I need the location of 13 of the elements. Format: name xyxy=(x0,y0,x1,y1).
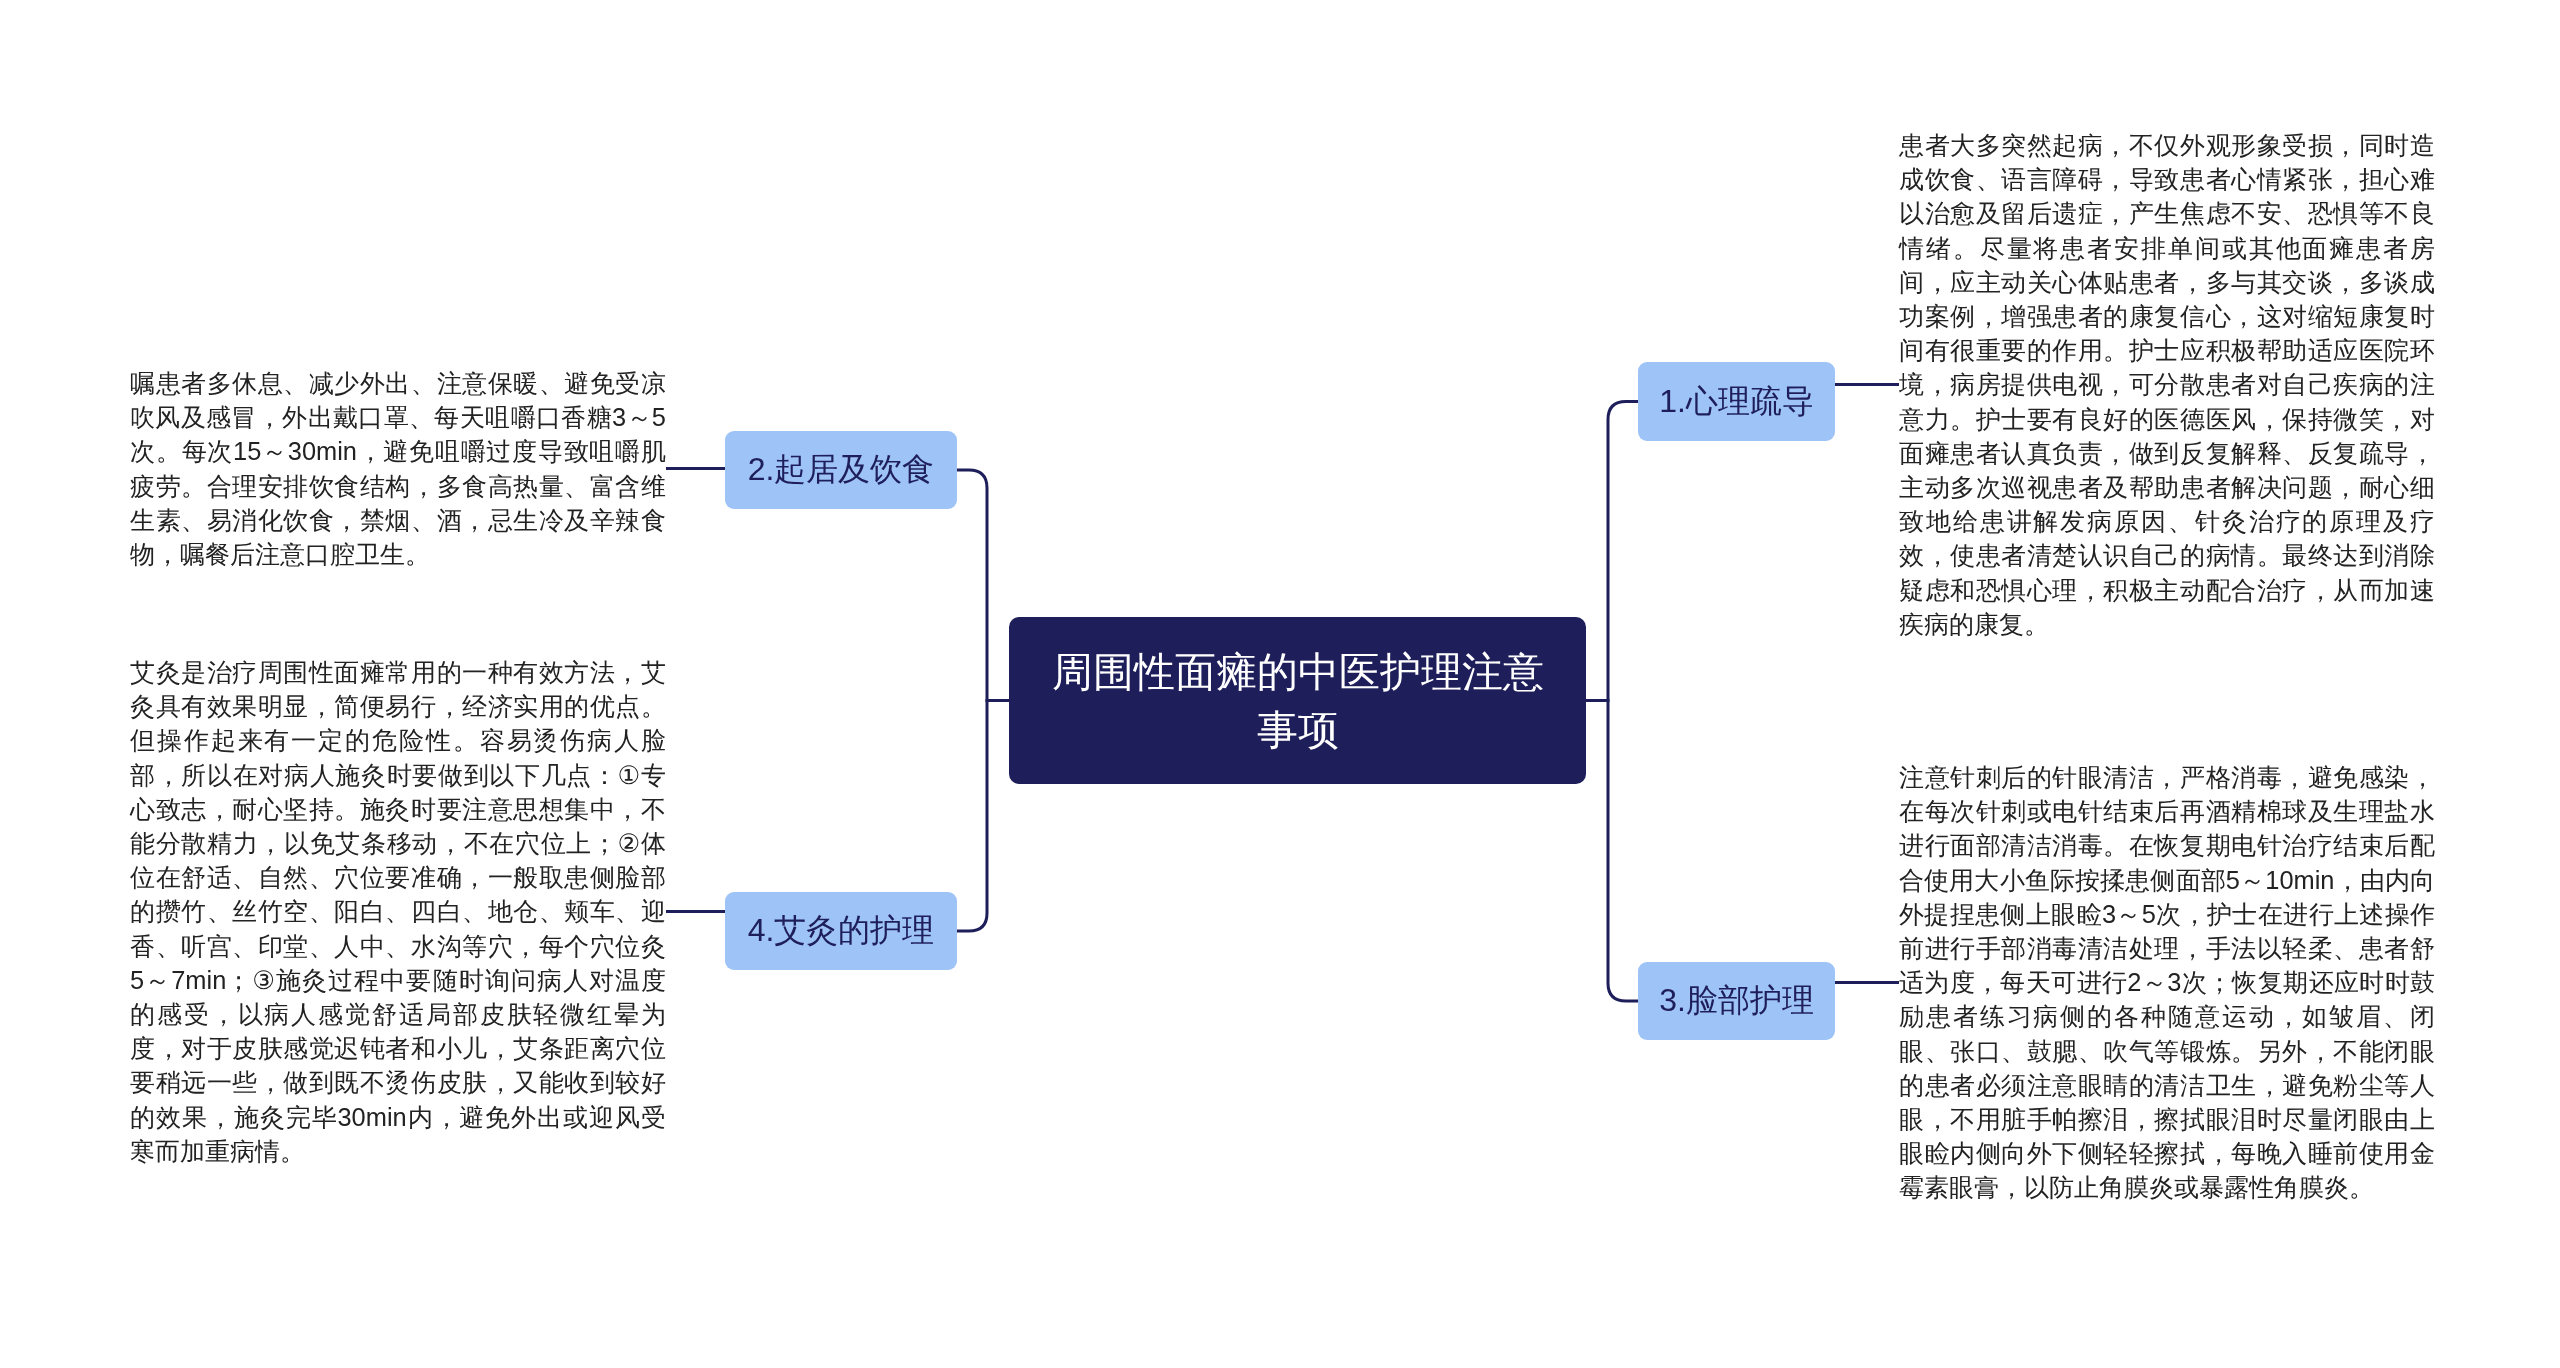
note-text: 嘱患者多休息、减少外出、注意保暖、避免受凉吹风及感冒，外出戴口罩、每天咀嚼口香糖3～5次。每次15～30min，避免咀嚼过度导致咀嚼肌疲劳。合理安排饮食结构，多食高热量、富含维生素、易消化饮食，禁烟、酒，忌生冷及辛辣食物，嘱餐后注意口腔卫生。 xyxy=(130,366,666,572)
note-text: 注意针刺后的针眼清洁，严格消毒，避免感染，在每次针刺或电针结束后再酒精棉球及生理盐水进行面部清洁消毒。在恢复期电针治疗结束后配合使用大小鱼际按揉患侧面部5～10min，由内向外提捏患侧上眼睑3～5次，护士在进行上述操作前进行手部消毒清洁处理，手法以轻柔、患者舒适为度，每天可进行2～3次；恢复期还应时时鼓励患者练习病侧的各种随意运动，如皱眉、闭眼、张口、鼓腮、吹气等锻炼。另外，不能闭眼的患者必须注意眼睛的清洁卫生，避免粉尘等人眼，不用脏手帕擦泪，擦拭眼泪时尽量闭眼由上眼睑内侧向外下侧轻轻擦拭，每晚入睡前使用金霉素眼膏，以防止角膜炎或暴露性角膜炎。 xyxy=(1899,760,2435,1205)
topic-box: 1.心理疏导 xyxy=(1638,362,1835,441)
central-topic-box: 周围性面瘫的中医护理注意事项 xyxy=(1009,617,1586,784)
topic-box: 4.艾灸的护理 xyxy=(725,892,957,970)
note-text: 艾灸是治疗周围性面瘫常用的一种有效方法，艾灸具有效果明显，简便易行，经济实用的优点。但操作起来有一定的危险性。容易烫伤病人脸部，所以在对病人施灸时要做到以下几点：①专心致志，耐心坚持。施灸时要注意思想集中，不能分散精力，以免艾条移动，不在穴位上；②体位在舒适、自然、穴位要准确，一般取患侧脸部的攒竹、丝竹空、阳白、四白、地仓、颊车、迎香、听宫、印堂、人中、水沟等穴，每个穴位灸5～7min；③施灸过程中要随时询问病人对温度的感受，以病人感觉舒适局部皮肤轻微红晕为度，对于皮肤感觉迟钝者和小儿，艾条距离穴位要稍远一些，做到既不烫伤皮肤，又能收到较好的效果，施灸完毕30min内，避免外出或迎风受寒而加重病情。 xyxy=(130,655,666,1169)
note-text: 患者大多突然起病，不仅外观形象受损，同时造成饮食、语言障碍，导致患者心情紧张，担心难以治愈及留后遗症，产生焦虑不安、恐惧等不良情绪。尽量将患者安排单间或其他面瘫患者房间，应主动关心体贴患者，多与其交谈，多谈成功案例，增强患者的康复信心，这对缩短康复时间有很重要的作用。护士应积极帮助适应医院环境，病房提供电视，可分散患者对自己疾病的注意力。护士要有良好的医德医风，保持微笑，对面瘫患者认真负责，做到反复解释、反复疏导，主动多次巡视患者及帮助患者解决问题，耐心细致地给患讲解发病原因、针灸治疗的原理及疗效，使患者清楚认识自己的病情。最终达到消除疑虑和恐惧心理，积极主动配合治疗，从而加速疾病的康复。 xyxy=(1899,128,2435,642)
connector-line xyxy=(1835,981,1899,984)
topic-box: 3.脸部护理 xyxy=(1638,962,1835,1040)
connector-line xyxy=(1835,383,1899,386)
connector-line xyxy=(666,910,725,913)
topic-box: 2.起居及饮食 xyxy=(725,431,957,509)
connector-line xyxy=(666,467,725,470)
